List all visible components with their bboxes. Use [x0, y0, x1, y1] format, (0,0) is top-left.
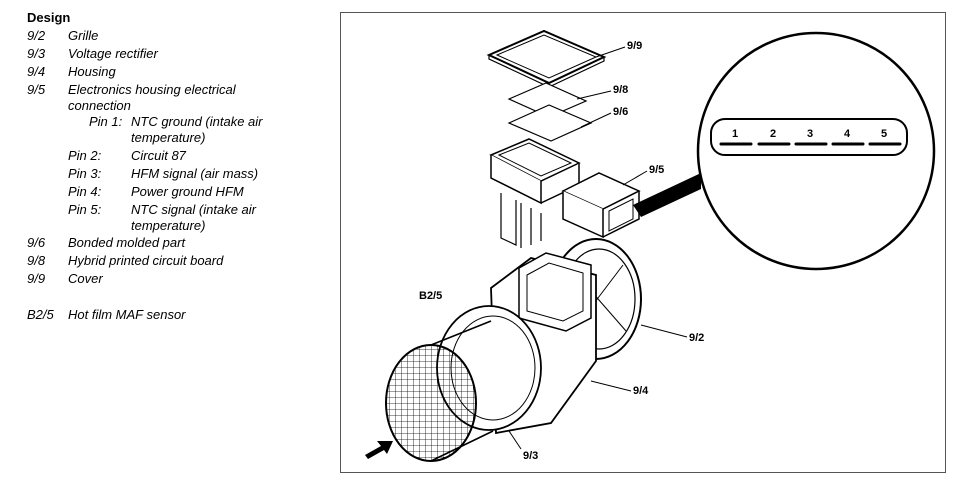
detail-pointer — [633, 173, 701, 217]
callout-grille: 9/2 — [689, 332, 704, 344]
legend-code: 9/2 — [27, 28, 46, 43]
exploded-view-diagram: 1 2 3 4 5 — [340, 12, 946, 473]
maf-sensor-drawing: 1 2 3 4 5 — [365, 29, 936, 462]
legend-code: B2/5 — [27, 307, 54, 322]
legend-label: Voltage rectifier — [68, 46, 158, 61]
callout-electronics-housing: 9/5 — [649, 164, 664, 176]
legend-label: Cover — [68, 271, 103, 286]
connector-pin-4-label: 4 — [844, 128, 851, 140]
legend-label: Hot film MAF sensor — [68, 307, 186, 322]
pin-label: Pin 2: — [68, 148, 102, 163]
connector-pin-1-label: 1 — [732, 128, 738, 140]
legend-code: 9/9 — [27, 271, 46, 286]
callout-voltage-rectifier: 9/3 — [523, 450, 538, 462]
cover-part — [486, 29, 607, 88]
legend-code: 9/4 — [27, 64, 46, 79]
bonded-molded-part — [507, 104, 593, 142]
pin-description: NTC signal (intake air — [131, 202, 256, 217]
pin-description: NTC ground (intake air — [131, 114, 263, 129]
pin-description-continuation: temperature) — [131, 218, 206, 233]
connector-detail-circle: 1 2 3 4 5 — [633, 31, 936, 271]
legend-label: Housing — [68, 64, 116, 79]
legend-label: Electronics housing electrical — [68, 82, 236, 97]
legend-code: 9/6 — [27, 235, 46, 250]
connector-pin-2-label: 2 — [770, 128, 776, 140]
pin-label: Pin 5: — [68, 202, 102, 217]
callout-hybrid-pcb: 9/8 — [613, 84, 628, 96]
leader-lines — [508, 46, 688, 450]
legend-label: Hybrid printed circuit board — [68, 253, 224, 268]
pin-description-continuation: temperature) — [131, 130, 206, 145]
pin-label: Pin 3: — [68, 166, 102, 181]
pin-description: Power ground HFM — [131, 184, 244, 199]
pin-label: Pin 4: — [68, 184, 102, 199]
legend-title: Design — [27, 10, 71, 25]
pin-description: HFM signal (air mass) — [131, 166, 259, 181]
pin-label: Pin 1: — [89, 114, 123, 129]
airflow-arrow — [365, 441, 393, 459]
callout-maf-sensor: B2/5 — [419, 290, 442, 302]
legend-label: Bonded molded part — [68, 235, 186, 250]
legend-code: 9/8 — [27, 253, 46, 268]
legend-code: 9/5 — [27, 82, 46, 97]
legend-label: Grille — [68, 28, 99, 43]
callout-housing: 9/4 — [633, 385, 649, 397]
callout-bonded-molded-part: 9/6 — [613, 106, 628, 118]
connector-pin-5-label: 5 — [881, 128, 887, 140]
connector-pin-3-label: 3 — [807, 128, 813, 140]
callout-cover: 9/9 — [627, 40, 642, 52]
legend-code: 9/3 — [27, 46, 46, 61]
pin-description: Circuit 87 — [131, 148, 186, 163]
voltage-rectifier-part — [385, 320, 494, 462]
electronics-housing-part — [489, 138, 641, 248]
legend-label-continuation: connection — [68, 98, 131, 113]
